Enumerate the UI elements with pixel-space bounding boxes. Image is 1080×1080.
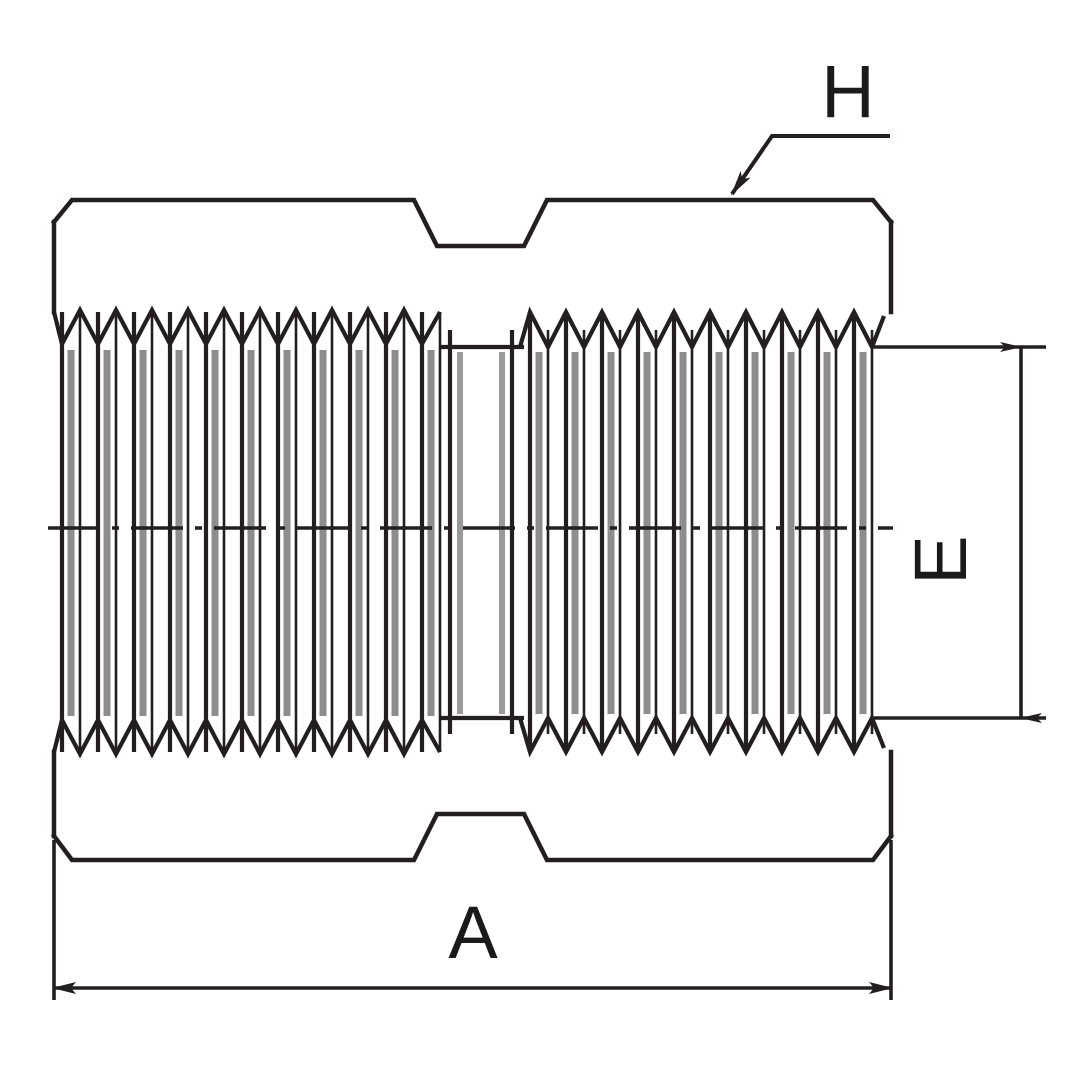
h-leader-line — [730, 134, 890, 196]
dimension-a-label: A — [448, 891, 498, 974]
thread-crest-top-left — [51, 305, 442, 350]
dimension-a: A — [52, 840, 893, 1000]
body-bottom-profile — [50, 811, 895, 863]
thread-flanks-right-long — [527, 312, 857, 752]
coupling-body-outline — [50, 197, 895, 863]
dimension-h-label: H — [821, 50, 874, 133]
thread-flanks-left-thin — [78, 312, 442, 752]
central-relief — [440, 330, 524, 734]
dimension-h: H — [730, 50, 890, 196]
thread-shading-right — [535, 352, 867, 714]
thread-crest-top-right — [517, 306, 886, 353]
dimension-e-label: E — [899, 535, 982, 584]
thread-crest-bottom-left — [51, 714, 442, 759]
thread-crest-bottom-right — [517, 713, 886, 758]
central-relief-shading — [457, 352, 505, 714]
dimension-e: E — [874, 342, 1046, 723]
thread-flanks-right-thin — [546, 330, 874, 734]
body-top-profile — [50, 197, 895, 249]
thread-flanks-left-long — [59, 312, 425, 752]
thread-profile-group — [51, 305, 886, 759]
thread-shading-left — [67, 350, 435, 716]
